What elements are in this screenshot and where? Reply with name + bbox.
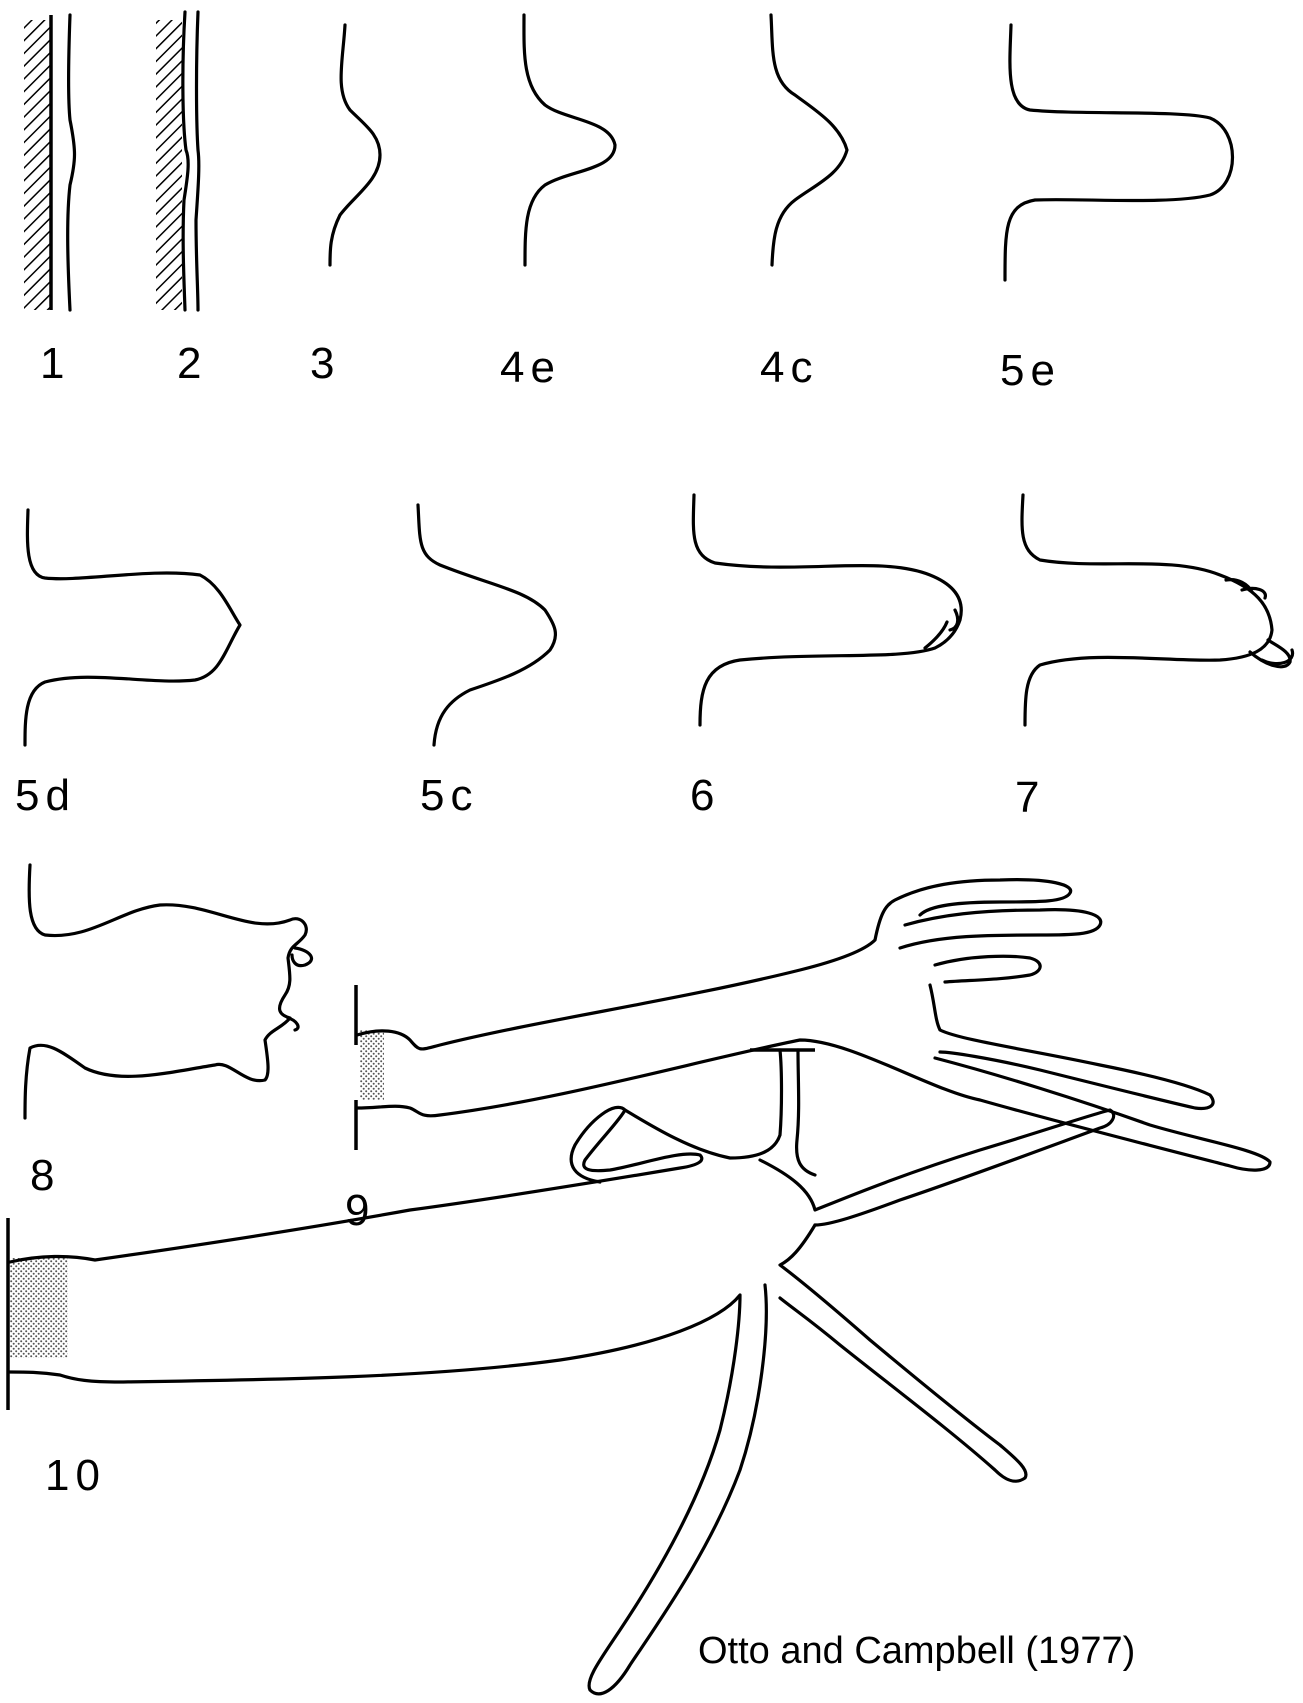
tentacle-bud [292,948,312,966]
stage-10-lower-body-outline [10,1285,766,1694]
stage-label: 5c [420,771,478,820]
stage-4e-outline [524,15,615,265]
basal-disc-stippling [360,1030,384,1100]
stage-label: 4e [500,343,561,392]
tentacle [625,1050,782,1158]
citation-text: Otto and Campbell (1977) [698,1630,1135,1672]
stage-label: 7 [1015,773,1045,822]
stage-label: 5e [1000,346,1061,395]
substrate-hatching [24,20,50,310]
stage-8-outline [25,865,306,1118]
stage-label: 4c [760,343,818,392]
stage-5c-outline [418,505,555,745]
stage-9-lower-body-outline [357,1040,1270,1170]
basal-disc-stippling [10,1258,68,1358]
tentacle [780,1225,1026,1481]
tentacle [760,1110,1114,1225]
inner-wall-outline [183,12,188,310]
stage-label: 6 [690,771,720,820]
stage-8-drawing [25,865,312,1118]
tentacle-bud [950,610,958,630]
stage-7-outline [1022,495,1272,725]
stage-label: 8 [30,1151,60,1200]
stage-2-drawing [156,12,199,310]
stage-3-outline [330,25,380,265]
tentacle [797,1050,815,1175]
tentacle [900,910,1101,948]
stage-label: 9 [345,1186,375,1235]
stage-label: 5d [15,771,76,820]
stage-5e-outline [1005,25,1233,280]
stage-4c-outline [771,15,847,265]
stage-6-outline [693,495,961,725]
tentacle-bud [288,1018,298,1030]
outer-wall-outline [196,12,199,310]
tentacle [935,956,1040,982]
stage-label: 1 [40,339,70,388]
substrate-hatching [156,20,182,310]
stage-9-drawing [356,880,1270,1170]
stage-label: 2 [177,339,207,388]
stage-label: 3 [310,339,340,388]
stage-label: 10 [45,1451,106,1500]
stage-10-drawing [8,1050,1114,1694]
tentacle [930,985,1213,1108]
stage-6-drawing [693,495,961,725]
stage-5d-outline [25,510,240,745]
stage-7-drawing [1022,495,1293,725]
stage-1-drawing [24,15,75,310]
stage-9-upper-body-outline [357,880,1071,1049]
body-wall-outline [68,15,75,310]
